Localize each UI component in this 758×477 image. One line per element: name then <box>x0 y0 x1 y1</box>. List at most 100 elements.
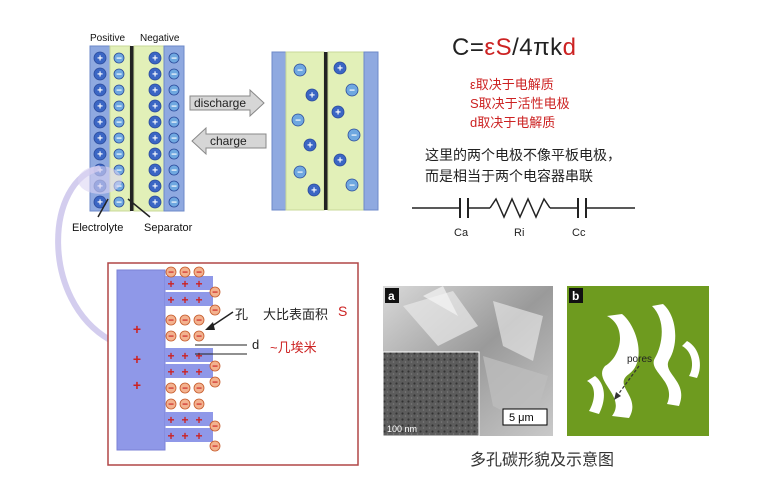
electrode-positive-charge: + <box>167 365 174 379</box>
negative-label: Negative <box>140 33 180 44</box>
svg-text:+: + <box>311 186 317 197</box>
svg-text:−: − <box>212 378 218 389</box>
positive-charge: + <box>94 52 106 65</box>
positive-charge: + <box>94 148 106 161</box>
svg-text:−: − <box>171 118 177 129</box>
svg-text:−: − <box>297 66 303 77</box>
electrode-positive-charge: + <box>195 349 202 363</box>
electrode-positive-charge: + <box>181 413 188 427</box>
svg-text:−: − <box>116 118 122 129</box>
svg-text:−: − <box>295 116 301 127</box>
svg-text:+: + <box>97 54 103 65</box>
svg-text:−: − <box>171 150 177 161</box>
svg-text:−: − <box>116 102 122 113</box>
angstrom-label: ~几埃米 <box>270 337 317 356</box>
svg-text:−: − <box>212 362 218 373</box>
positive-charge: + <box>94 68 106 81</box>
kong-label: 孔 <box>235 304 248 323</box>
note-d: d取决于电解质 <box>470 112 555 131</box>
scale-5um: 5 μm <box>509 412 534 424</box>
svg-text:+: + <box>97 150 103 161</box>
svg-text:−: − <box>168 332 174 343</box>
discharged-cell-diagram: −+−+−++−+−+− <box>270 50 380 215</box>
positive-charge: + <box>94 116 106 129</box>
free-anion: − <box>294 64 306 77</box>
svg-text:−: − <box>171 182 177 193</box>
sem-a-label: a <box>388 289 395 303</box>
svg-text:+: + <box>309 91 315 102</box>
positive-ion: + <box>149 164 161 177</box>
electrode-positive-charge: + <box>167 349 174 363</box>
resistor <box>490 199 550 217</box>
sem-image-a: a 5 μm 100 nm <box>383 286 553 436</box>
free-anion: − <box>294 166 306 179</box>
ri-label: Ri <box>514 227 524 239</box>
svg-text:−: − <box>182 316 188 327</box>
electrode-bulk-positive: + <box>133 321 141 337</box>
svg-text:−: − <box>212 442 218 453</box>
free-anion: − <box>346 179 358 192</box>
svg-text:+: + <box>97 118 103 129</box>
svg-text:−: − <box>182 332 188 343</box>
svg-text:+: + <box>152 86 158 97</box>
electrode-positive-charge: + <box>167 293 174 307</box>
svg-text:+: + <box>97 134 103 145</box>
note-epsilon: ε取决于电解质 <box>470 74 554 93</box>
electrode-positive-charge: + <box>181 349 188 363</box>
svg-text:+: + <box>152 166 158 177</box>
charge-discharge-arrows: discharge charge <box>188 88 268 160</box>
svg-text:−: − <box>196 384 202 395</box>
positive-ion: + <box>149 116 161 129</box>
description-line-1: 这里的两个电极不像平板电极， <box>425 145 621 165</box>
free-anion: − <box>348 129 360 142</box>
svg-text:−: − <box>212 288 218 299</box>
svg-text:+: + <box>307 141 313 152</box>
free-anion: − <box>292 114 304 127</box>
electrode-positive-charge: + <box>167 429 174 443</box>
s-label: S <box>338 303 347 319</box>
svg-text:−: − <box>116 134 122 145</box>
svg-text:−: − <box>182 384 188 395</box>
svg-text:+: + <box>152 70 158 81</box>
svg-text:+: + <box>337 64 343 75</box>
svg-text:−: − <box>196 400 202 411</box>
svg-text:+: + <box>152 54 158 65</box>
svg-text:−: − <box>171 134 177 145</box>
electrode-positive-charge: + <box>195 277 202 291</box>
svg-text:−: − <box>349 181 355 192</box>
svg-text:+: + <box>152 134 158 145</box>
svg-text:−: − <box>351 131 357 142</box>
svg-text:−: − <box>349 86 355 97</box>
svg-text:−: − <box>171 166 177 177</box>
electrode-positive-charge: + <box>195 365 202 379</box>
positive-charge: + <box>94 84 106 97</box>
svg-text:+: + <box>152 118 158 129</box>
sem-b-label: b <box>572 289 579 303</box>
electrode-positive-charge: + <box>181 293 188 307</box>
discharge-label: discharge <box>194 96 246 110</box>
positive-ion: + <box>149 148 161 161</box>
svg-text:−: − <box>171 86 177 97</box>
charge-label: charge <box>210 134 247 148</box>
positive-label: Positive <box>90 33 125 44</box>
separator-label: Separator <box>144 222 193 234</box>
svg-text:−: − <box>297 168 303 179</box>
positive-ion: + <box>149 132 161 145</box>
svg-text:−: − <box>168 316 174 327</box>
svg-text:−: − <box>116 86 122 97</box>
svg-text:−: − <box>212 422 218 433</box>
svg-text:+: + <box>337 156 343 167</box>
free-cation: + <box>308 184 320 197</box>
electrode-positive-charge: + <box>181 277 188 291</box>
electrode-positive-charge: + <box>181 365 188 379</box>
svg-text:+: + <box>152 102 158 113</box>
positive-ion: + <box>149 100 161 113</box>
free-cation: + <box>334 154 346 167</box>
description-line-2: 而是相当于两个电容器串联 <box>425 166 593 186</box>
positive-ion: + <box>149 180 161 193</box>
svg-text:−: − <box>212 306 218 317</box>
svg-text:−: − <box>168 400 174 411</box>
electrode-positive-charge: + <box>195 413 202 427</box>
porous-carbon-schematic-b: pores b <box>567 286 709 436</box>
free-cation: + <box>334 62 346 75</box>
